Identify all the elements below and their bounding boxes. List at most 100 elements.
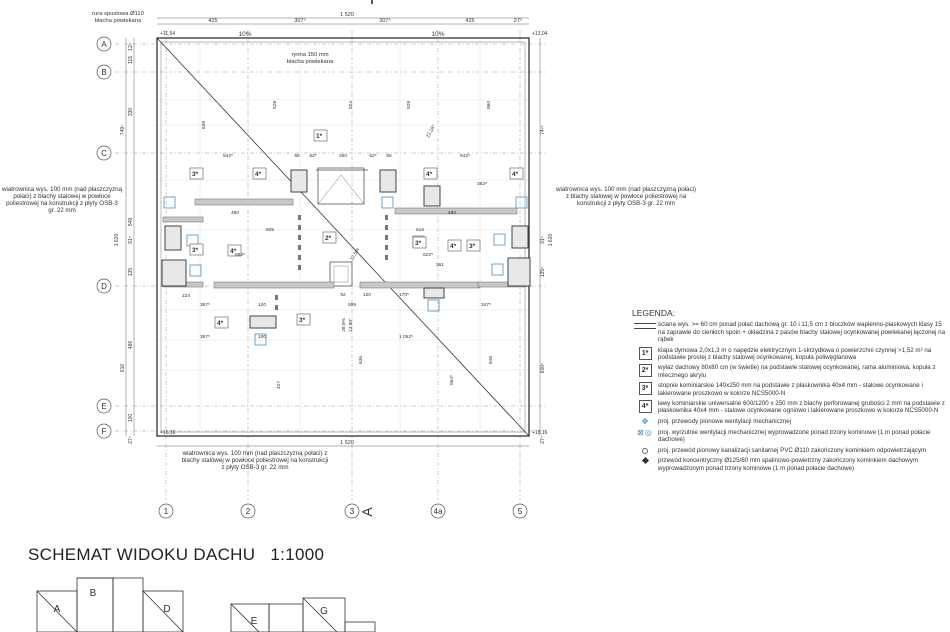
svg-text:blacha powlekana: blacha powlekana [287, 59, 334, 65]
svg-text:361: 361 [436, 262, 444, 268]
marker-3b: 3* [192, 247, 199, 254]
legend-item-smoke-vent: 1* klapa dymowa 2,0x1,3 m o napędzie ele… [632, 346, 947, 362]
svg-text:480: 480 [231, 210, 239, 216]
roof-outline [156, 37, 530, 437]
marker-4f: 4* [217, 320, 224, 327]
svg-text:F: F [102, 427, 107, 436]
svg-text:1 520: 1 520 [340, 12, 354, 18]
left-dimensions: 115 12⁵ 330 749⁵ 549 91⁵ 1 620 135 486 6… [114, 43, 134, 444]
svg-text:74⁹⁵: 74⁹⁵ [540, 125, 546, 135]
svg-text:3: 3 [350, 507, 355, 516]
svg-text:10%: 10% [238, 31, 251, 38]
svg-text:120: 120 [258, 302, 266, 308]
svg-text:1: 1 [164, 507, 169, 516]
svg-text:rura spustowa Ø110: rura spustowa Ø110 [92, 11, 144, 17]
svg-text:135: 135 [128, 268, 134, 277]
svg-text:27⁵: 27⁵ [514, 17, 522, 24]
svg-text:4a: 4a [434, 507, 443, 516]
svg-text:C: C [101, 149, 107, 158]
svg-text:120: 120 [363, 292, 371, 298]
svg-text:528: 528 [272, 101, 278, 109]
row-axis-bubbles: A B C D E F [96, 36, 112, 439]
svg-text:2: 2 [246, 507, 251, 516]
marker-box-icon: 3* [638, 382, 652, 396]
svg-text:1 520: 1 520 [340, 440, 354, 446]
svg-text:564⁵: 564⁵ [449, 375, 455, 385]
svg-text:600⁵: 600⁵ [540, 363, 546, 373]
marker-4d: 4* [230, 248, 237, 255]
svg-text:549: 549 [128, 218, 134, 227]
svg-text:55: 55 [294, 153, 300, 159]
svg-text:27⁵: 27⁵ [128, 436, 134, 444]
marker-3e: 3* [469, 243, 476, 250]
slope-labels: 10% 10% [238, 31, 444, 38]
diagonal-line [156, 37, 530, 437]
svg-text:12,5%: 12,5% [349, 246, 361, 261]
svg-text:524: 524 [348, 101, 354, 109]
svg-text:542⁵: 542⁵ [223, 153, 233, 159]
svg-text:100: 100 [128, 414, 134, 423]
svg-text:+13,04: +13,04 [532, 31, 548, 37]
svg-text:646: 646 [488, 356, 494, 364]
svg-text:622⁵: 622⁵ [423, 252, 433, 258]
legend-item-roof-hatch: 2* wyłaz dachowy 80x80 cm (w świetle) na… [632, 364, 947, 379]
svg-text:+16,16: +16,16 [160, 430, 176, 436]
legend-title: LEGENDA: [632, 308, 675, 318]
right-dimensions: 74⁹⁵ 91⁵ 1 620 135⁵ 600⁵ 27⁵ [540, 125, 554, 444]
svg-text:+11,54: +11,54 [160, 31, 175, 37]
svg-text:616: 616 [120, 364, 126, 373]
svg-text:B: B [101, 68, 106, 77]
svg-text:170⁵: 170⁵ [399, 292, 409, 298]
svg-text:27⁵: 27⁵ [540, 436, 546, 444]
svg-text:62⁵: 62⁵ [309, 153, 316, 159]
svg-text:367⁵: 367⁵ [200, 334, 210, 340]
svg-text:E: E [251, 616, 258, 627]
svg-text:G: G [320, 606, 328, 617]
svg-text:13,90°: 13,90° [348, 318, 354, 332]
svg-text:135⁵: 135⁵ [540, 267, 546, 277]
legend-item-flue: przewód koncentryczny Ø125/80 mm spalino… [632, 457, 947, 472]
svg-text:480: 480 [448, 210, 456, 216]
marker-box-icon: 2* [638, 364, 652, 378]
bottom-wind-board-note: wiatrownica wys. 100 mm (nad płaszczyzną… [181, 450, 329, 471]
marker-3d: 3* [299, 317, 306, 324]
svg-text:5: 5 [518, 507, 523, 516]
vent-outlet-icon: ⊠◎ [637, 427, 653, 437]
svg-text:10%: 10% [431, 31, 444, 38]
roof-hatch [329, 261, 353, 287]
marker-4b: 4* [426, 171, 433, 178]
svg-text:12⁵: 12⁵ [128, 43, 134, 51]
svg-text:330: 330 [128, 108, 134, 117]
marker-4c: 4* [512, 171, 519, 178]
svg-text:blacha powlekana: blacha powlekana [95, 18, 142, 24]
svg-text:639: 639 [201, 121, 207, 129]
top-dimensions: 1 520 425 307⁵ 307⁵ 425 27⁵ 1 520 [208, 12, 522, 446]
svg-text:425: 425 [465, 18, 474, 24]
wall-symbol-icon [634, 323, 656, 330]
marker-2: 2* [325, 235, 332, 242]
svg-text:115: 115 [128, 56, 134, 64]
svg-text:1 052⁵: 1 052⁵ [399, 334, 413, 340]
svg-text:91⁵: 91⁵ [128, 236, 134, 244]
flue-icon [641, 457, 649, 465]
svg-text:22,18°: 22,18° [425, 124, 437, 139]
column-axis-bubbles: 1 2 3 4a 5 [158, 503, 528, 519]
legend: LEGENDA: ściana wys. >= 60 cm ponad poła… [632, 308, 947, 475]
left-wind-board-note: wiatrownica wys. 100 mm (nad płaszczyzną… [2, 186, 123, 214]
marker-box-icon: 4* [638, 400, 652, 414]
svg-text:425: 425 [208, 18, 217, 24]
svg-text:542⁵: 542⁵ [460, 153, 470, 159]
svg-text:528: 528 [406, 101, 412, 109]
svg-text:615: 615 [416, 227, 424, 233]
svg-text:682⁵: 682⁵ [235, 252, 245, 258]
svg-text:D: D [163, 604, 170, 615]
vent-duct-icon: ✥ [641, 416, 649, 426]
svg-text:91⁵: 91⁵ [540, 236, 546, 244]
legend-item-vent-outlets: ⊠◎ proj. wyrzutnie wentylacji mechaniczn… [637, 427, 931, 444]
svg-text:92: 92 [340, 292, 346, 298]
svg-text:E: E [101, 402, 106, 411]
right-wind-board-note: wiatrownica wys. 100 mm (nad płaszczyzną… [556, 186, 696, 207]
svg-text:D: D [101, 282, 107, 291]
legend-item-benches: 4* ławy kominiarskie uniwersalne 600/120… [632, 400, 947, 415]
